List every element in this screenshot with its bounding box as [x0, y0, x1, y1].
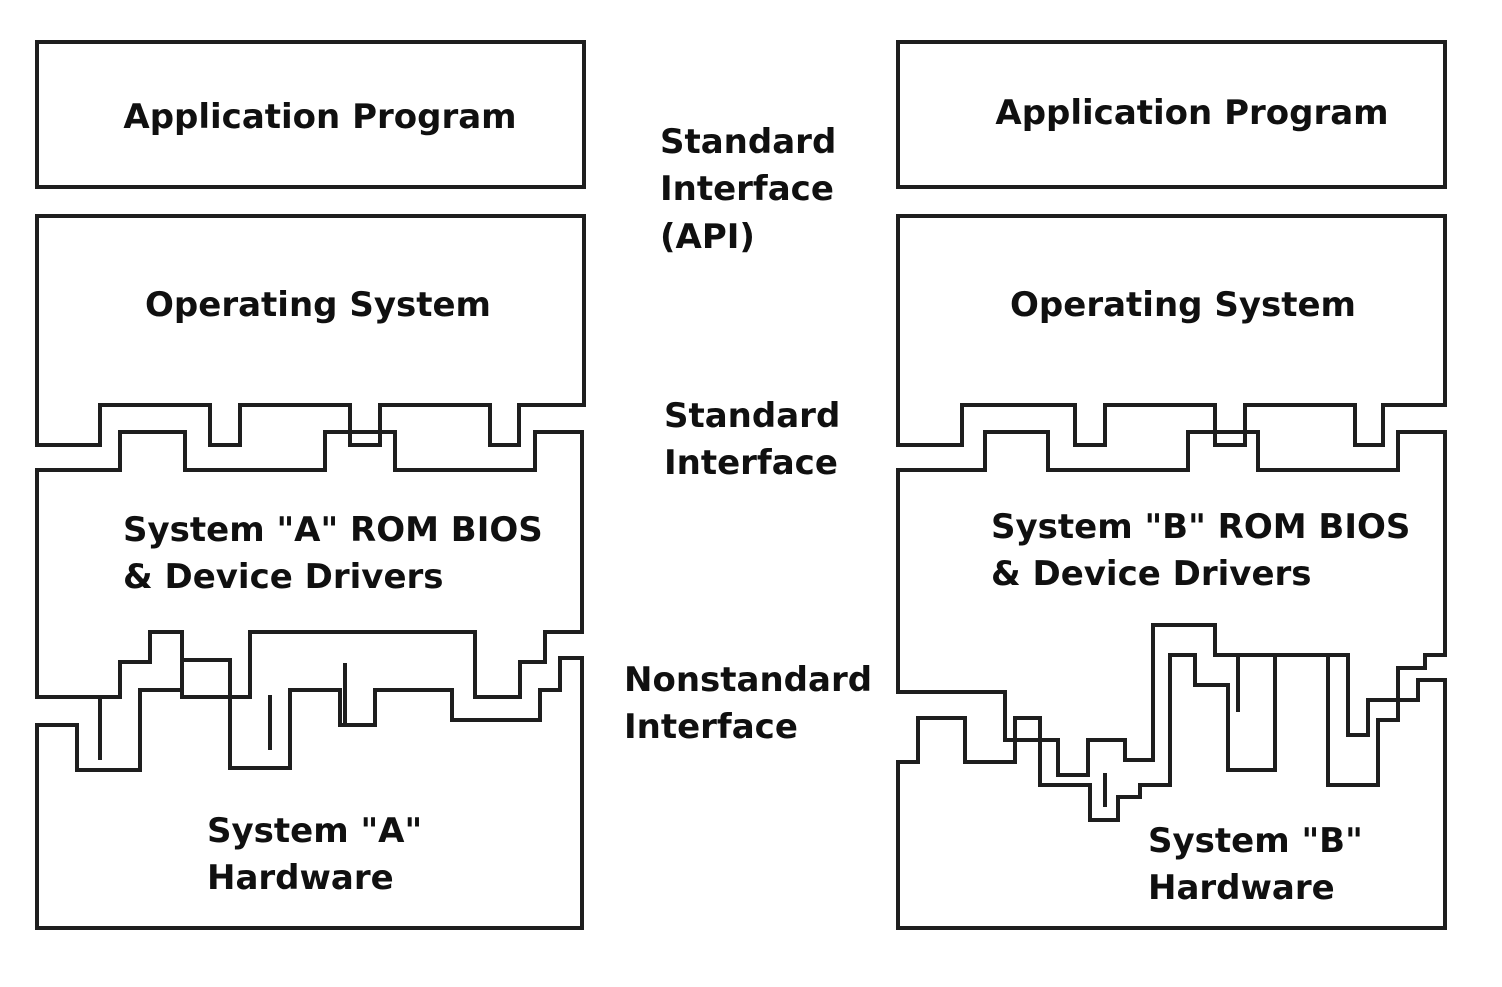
standard-interface-label-1: Standard	[664, 396, 840, 436]
left-application-label: Application Program	[123, 97, 516, 137]
left-os-box	[35, 214, 586, 447]
right-os-label: Operating System	[1010, 285, 1356, 325]
api-label-1: Standard	[660, 122, 836, 162]
interface-labels: Standard Interface (API) Standard Interf…	[624, 122, 872, 747]
right-application-box	[896, 40, 1447, 189]
right-bios-label-1: System "B" ROM BIOS	[991, 507, 1410, 547]
left-stack: Application Program Operating System Sys…	[35, 40, 586, 930]
left-os-label: Operating System	[145, 285, 491, 325]
left-hardware-label-1: System "A"	[207, 811, 422, 851]
left-bios-box	[35, 430, 584, 699]
right-hardware-label-1: System "B"	[1148, 821, 1363, 861]
api-label-2: Interface	[660, 169, 834, 209]
right-hardware-box	[896, 653, 1447, 930]
left-hardware-box	[35, 656, 584, 930]
standard-interface-label-2: Interface	[664, 443, 838, 483]
right-os-box	[896, 214, 1447, 447]
api-label-3: (API)	[660, 217, 755, 257]
right-bios-box	[896, 430, 1447, 777]
right-bios-label-2: & Device Drivers	[991, 554, 1312, 594]
left-bios-label-2: & Device Drivers	[123, 557, 444, 597]
left-bios-label-1: System "A" ROM BIOS	[123, 510, 543, 550]
right-stack: Application Program Operating System Sys…	[896, 40, 1447, 930]
nonstandard-interface-label-2: Interface	[624, 707, 798, 747]
left-application-box	[35, 40, 586, 189]
nonstandard-interface-label-1: Nonstandard	[624, 660, 872, 700]
left-hardware-label-2: Hardware	[207, 858, 394, 898]
right-application-label: Application Program	[995, 93, 1388, 133]
right-hardware-label-2: Hardware	[1148, 868, 1335, 908]
